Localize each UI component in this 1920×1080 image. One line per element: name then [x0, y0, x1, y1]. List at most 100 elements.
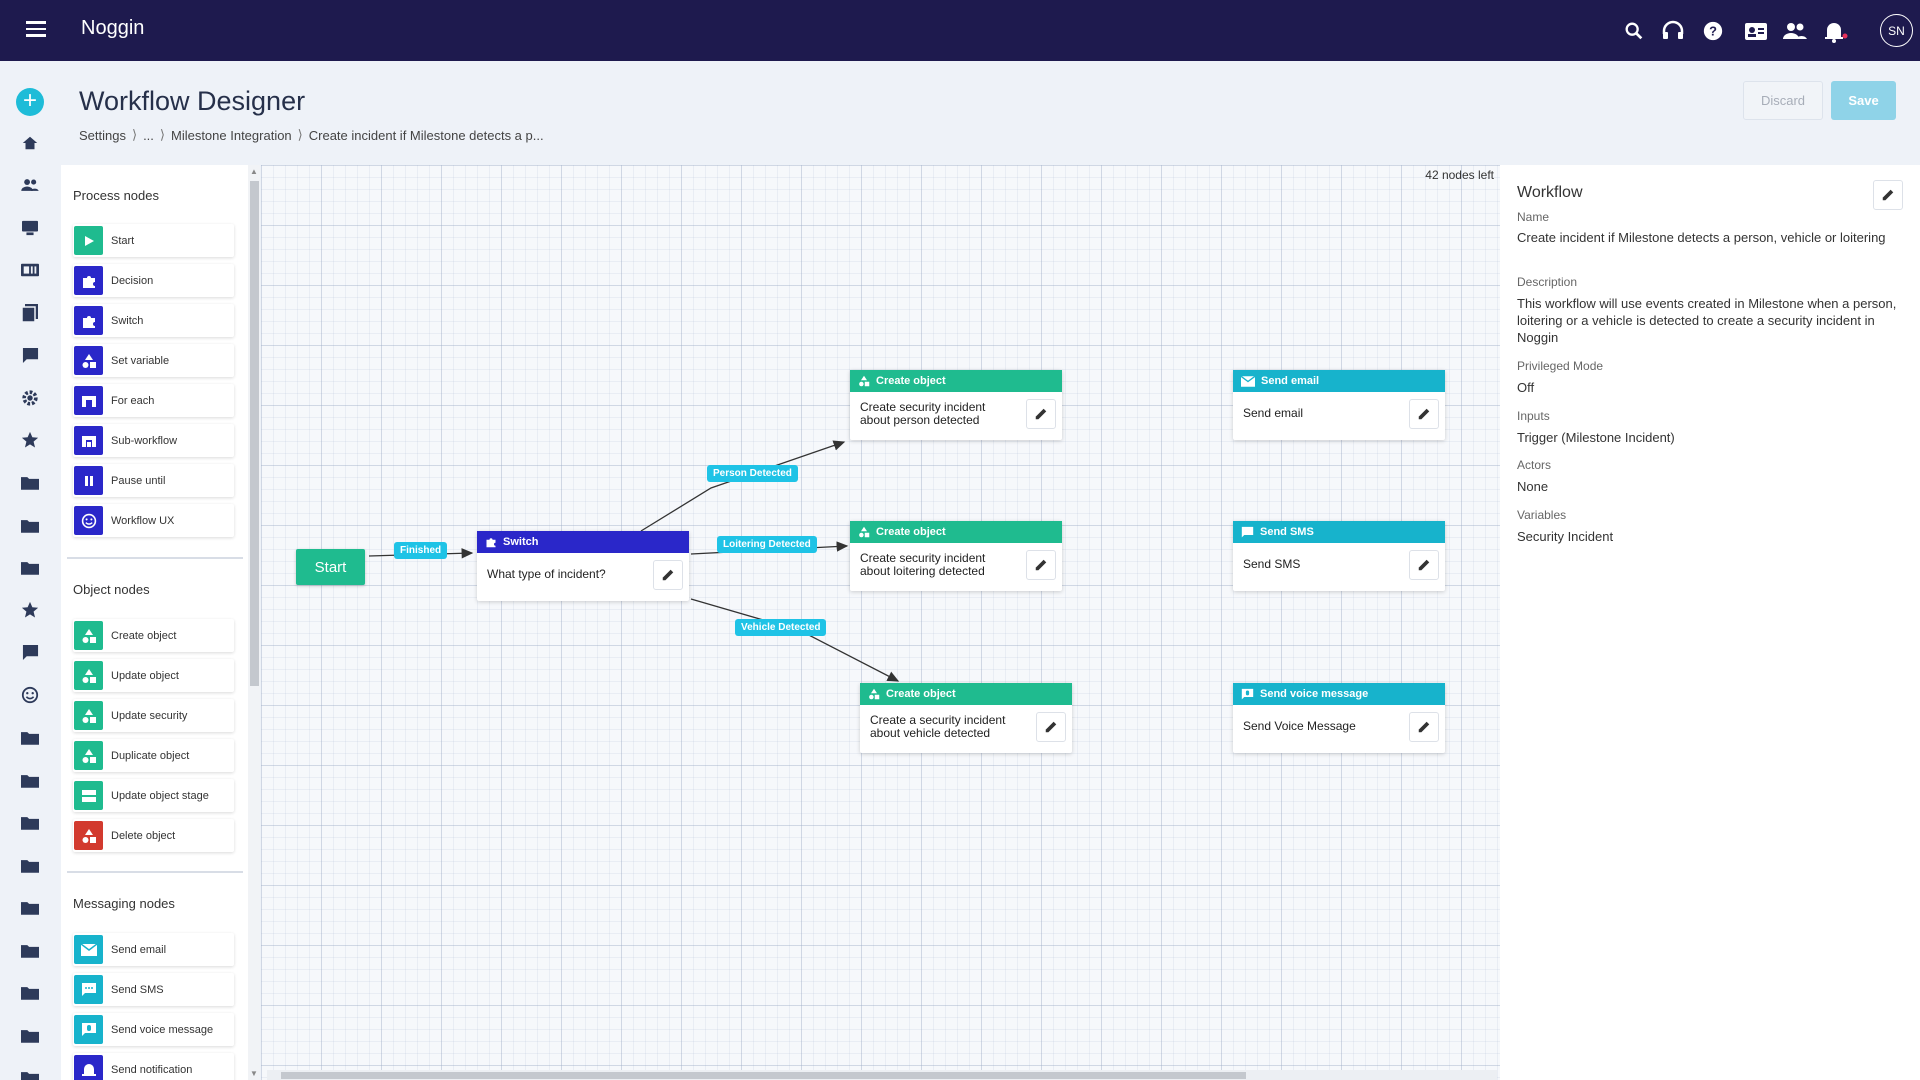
palette-item-send-sms[interactable]: Send SMS — [73, 973, 234, 1006]
switch-node[interactable]: Switch What type of incident? — [477, 531, 689, 601]
start-node[interactable]: Start — [296, 549, 365, 585]
edit-node-button[interactable] — [1026, 399, 1056, 429]
palette-item-update-object-stage[interactable]: Update object stage — [73, 779, 234, 812]
documents-icon[interactable] — [18, 301, 42, 325]
node-header: Create object — [850, 370, 1062, 392]
scroll-down-arrow-icon[interactable]: ▼ — [250, 1069, 258, 1078]
messaging-nodes-heading: Messaging nodes — [73, 896, 175, 911]
scrollbar-thumb[interactable] — [250, 181, 259, 686]
folder-icon[interactable] — [18, 980, 42, 1004]
palette-item-for-each[interactable]: For each — [73, 384, 234, 417]
discard-button[interactable]: Discard — [1743, 81, 1823, 120]
edit-node-button[interactable] — [1409, 712, 1439, 742]
folder-icon[interactable] — [18, 725, 42, 749]
search-icon[interactable] — [1621, 18, 1647, 44]
user-avatar[interactable]: SN — [1880, 14, 1913, 47]
send-voice-message-node[interactable]: Send voice message Send Voice Message — [1233, 683, 1445, 753]
headset-icon[interactable] — [1660, 18, 1686, 44]
contact-card-icon[interactable] — [1743, 18, 1769, 44]
node-body: What type of incident? — [477, 553, 689, 590]
folder-icon[interactable] — [18, 1023, 42, 1047]
edit-node-button[interactable] — [653, 560, 683, 590]
monitor-icon[interactable] — [18, 216, 42, 240]
edge-label-loitering-detected[interactable]: Loitering Detected — [717, 536, 817, 553]
breadcrumb: Settings⟩ ...⟩ Milestone Integration⟩ Cr… — [79, 127, 544, 143]
palette-item-switch[interactable]: Switch — [73, 304, 234, 337]
palette-item-workflow-ux[interactable]: Workflow UX — [73, 504, 234, 537]
palette-item-label: Switch — [111, 314, 144, 327]
add-icon[interactable]: + — [16, 88, 44, 116]
palette-item-duplicate-object[interactable]: Duplicate object — [73, 739, 234, 772]
palette-item-sub-workflow[interactable]: Sub-workflow — [73, 424, 234, 457]
smiley-icon[interactable] — [18, 683, 42, 707]
palette-item-create-object[interactable]: Create object — [73, 619, 234, 652]
inputs-value: Trigger (Milestone Incident) — [1517, 430, 1675, 445]
edit-node-button[interactable] — [1036, 712, 1066, 742]
palette-item-set-variable[interactable]: Set variable — [73, 344, 234, 377]
palette-item-start[interactable]: Start — [73, 224, 234, 257]
node-header: Create object — [860, 683, 1072, 705]
star-icon[interactable] — [18, 428, 42, 452]
edge-label-person-detected[interactable]: Person Detected — [707, 465, 798, 482]
save-button[interactable]: Save — [1831, 81, 1896, 120]
node-body: Send email — [1233, 392, 1445, 429]
palette-item-update-security[interactable]: Update security — [73, 699, 234, 732]
folder-icon[interactable] — [18, 810, 42, 834]
settings-icon[interactable] — [18, 386, 42, 410]
palette-item-send-notification[interactable]: Send notification — [73, 1053, 234, 1080]
create-object-loitering-node[interactable]: Create object Create security incident a… — [850, 521, 1062, 591]
create-object-person-node[interactable]: Create object Create security incident a… — [850, 370, 1062, 440]
chat-icon[interactable] — [18, 640, 42, 664]
palette-item-pause-until[interactable]: Pause until — [73, 464, 234, 497]
edit-workflow-button[interactable] — [1873, 180, 1903, 210]
app-title[interactable]: Noggin — [81, 17, 145, 39]
home-icon[interactable] — [18, 131, 42, 155]
help-icon[interactable]: ? — [1700, 18, 1726, 44]
palette-item-send-email[interactable]: Send email — [73, 933, 234, 966]
scroll-up-arrow-icon[interactable]: ▲ — [250, 167, 258, 176]
edge-label-vehicle-detected[interactable]: Vehicle Detected — [735, 619, 827, 636]
people-icon[interactable] — [18, 173, 42, 197]
variables-value: Security Incident — [1517, 529, 1614, 544]
folder-icon[interactable] — [18, 938, 42, 962]
hamburger-menu-icon[interactable] — [24, 18, 48, 42]
id-card-icon[interactable] — [18, 258, 42, 282]
smiley-icon — [74, 506, 103, 535]
breadcrumb-item[interactable]: ... — [143, 127, 154, 143]
create-object-vehicle-node[interactable]: Create object Create a security incident… — [860, 683, 1072, 753]
palette-item-decision[interactable]: Decision — [73, 264, 234, 297]
navigation-rail: + — [0, 61, 61, 1080]
breadcrumb-item[interactable]: Milestone Integration — [170, 127, 292, 143]
star-icon[interactable] — [18, 598, 42, 622]
palette-item-delete-object[interactable]: Delete object — [73, 819, 234, 852]
people-icon[interactable] — [1782, 18, 1808, 44]
properties-title: Workflow — [1517, 184, 1583, 201]
chat-icon[interactable] — [18, 343, 42, 367]
actors-label: Actors — [1517, 458, 1552, 472]
variables-label: Variables — [1517, 508, 1567, 522]
folder-icon[interactable] — [18, 513, 42, 537]
notification-bell-icon[interactable] — [1822, 18, 1848, 44]
folder-icon[interactable] — [18, 555, 42, 579]
send-email-node[interactable]: Send email Send email — [1233, 370, 1445, 440]
palette-divider — [67, 557, 243, 559]
palette-item-update-object[interactable]: Update object — [73, 659, 234, 692]
edit-node-button[interactable] — [1026, 550, 1056, 580]
edge-label-finished[interactable]: Finished — [394, 542, 448, 559]
folder-icon[interactable] — [18, 768, 42, 792]
palette-scrollbar[interactable]: ▲ ▼ — [248, 165, 260, 1080]
shapes-icon — [74, 661, 103, 690]
workflow-canvas[interactable]: 42 nodes left Finished Person Detected L… — [261, 165, 1500, 1080]
palette-item-send-voice-message[interactable]: Send voice message — [73, 1013, 234, 1046]
scrollbar-thumb[interactable] — [281, 1072, 1246, 1079]
folder-icon[interactable] — [18, 853, 42, 877]
node-text: Send Voice Message — [1243, 719, 1356, 733]
send-sms-node[interactable]: Send SMS Send SMS — [1233, 521, 1445, 591]
canvas-horizontal-scrollbar[interactable] — [267, 1070, 1497, 1080]
folder-icon[interactable] — [18, 470, 42, 494]
edit-node-button[interactable] — [1409, 550, 1439, 580]
folder-icon[interactable] — [18, 1065, 42, 1080]
breadcrumb-item[interactable]: Settings — [79, 127, 126, 143]
folder-icon[interactable] — [18, 895, 42, 919]
edit-node-button[interactable] — [1409, 399, 1439, 429]
